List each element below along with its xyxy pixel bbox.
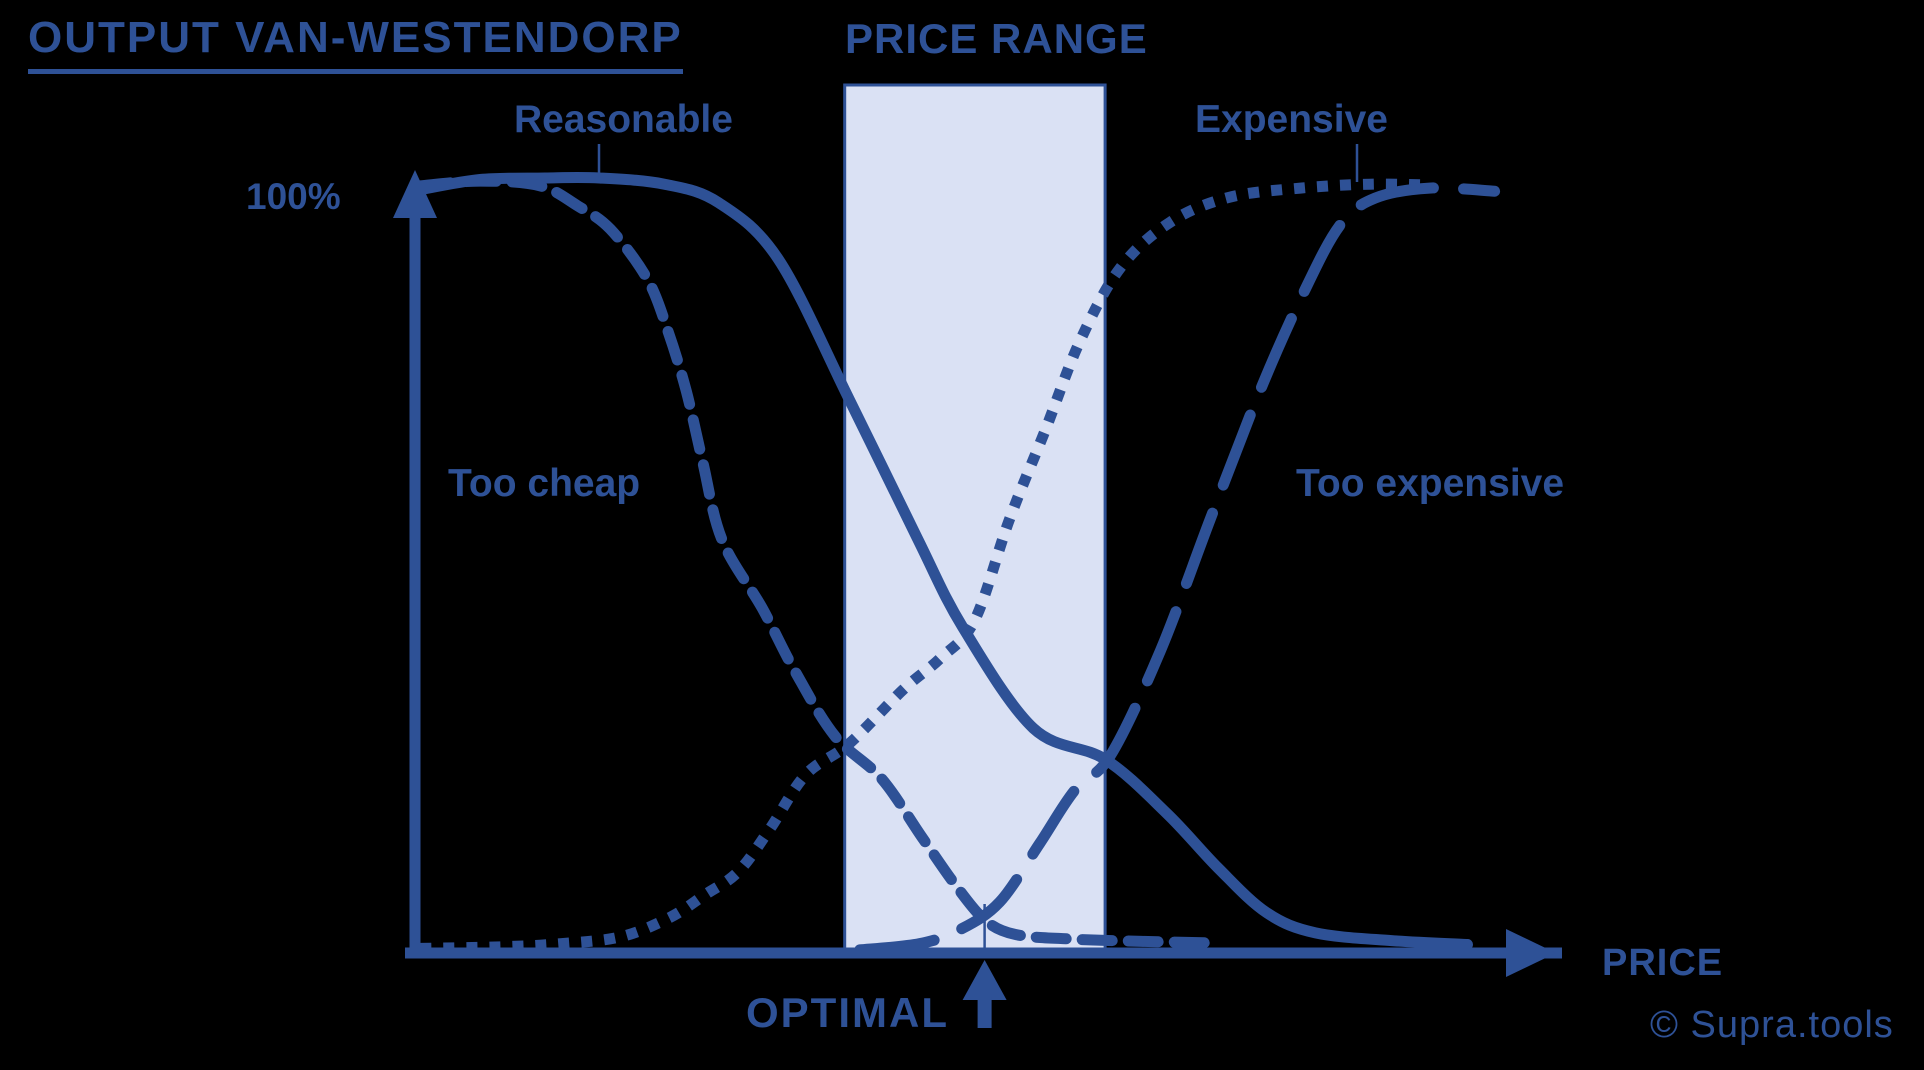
watermark: © Supra.tools — [1650, 1004, 1894, 1046]
series-label-too-expensive: Too expensive — [1296, 462, 1565, 505]
page-title: OUTPUT VAN-WESTENDORP — [28, 16, 683, 74]
optimal-arrow-stem — [977, 997, 992, 1028]
optimal-marker — [962, 904, 1007, 1028]
x-axis-label: PRICE — [1602, 942, 1724, 984]
series-label-too-cheap: Too cheap — [448, 462, 641, 505]
curve-reasonable — [414, 171, 1473, 950]
optimal-label: OPTIMAL — [746, 989, 949, 1036]
optimal-arrow-icon — [962, 960, 1007, 1000]
x-axis-arrow-icon — [1506, 929, 1556, 977]
series-label-reasonable: Reasonable — [514, 98, 733, 141]
curve-too-expensive — [854, 182, 1501, 956]
series-label-expensive: Expensive — [1195, 98, 1388, 141]
y-axis-max-label: 100% — [246, 176, 341, 217]
curve-too-cheap — [414, 175, 1216, 949]
curve-expensive — [420, 178, 1430, 954]
price-range-label: PRICE RANGE — [845, 15, 1148, 62]
y-axis-arrow-icon — [393, 170, 437, 218]
price-range-band — [843, 83, 1107, 955]
